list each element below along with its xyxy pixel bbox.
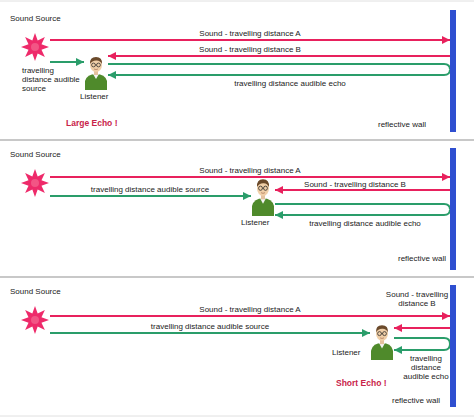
edge-label: Sound - travelling distance A <box>150 29 350 38</box>
echo-note: Short Echo ! <box>336 378 387 388</box>
node-label: Listener <box>332 348 360 357</box>
panel-separator <box>0 276 474 278</box>
node-label: Sound Source <box>10 14 61 23</box>
sound-source-star <box>20 166 50 200</box>
listener-figure <box>251 176 275 216</box>
edge-label: travelling distance audible echo <box>290 219 440 228</box>
panel-separator <box>0 416 474 417</box>
reflective-wall: reflective wall <box>450 10 456 132</box>
sound-path <box>50 61 84 63</box>
edge-label: travelling distance audible echo <box>400 354 452 381</box>
panel-separator <box>0 1 474 2</box>
sound-source: Sound Source <box>20 166 50 200</box>
edge-label: travelling distance audible echo <box>200 79 380 88</box>
listener-figure <box>370 322 394 360</box>
sound-source: Sound Source <box>20 30 50 64</box>
sound-source-star <box>20 30 50 64</box>
sound-path <box>275 210 450 216</box>
sound-path <box>50 315 450 317</box>
edge-label: travelling distance audible source <box>70 185 230 194</box>
echo-note: Large Echo ! <box>66 118 117 128</box>
node-label: reflective wall <box>398 254 446 263</box>
edge-label: Sound - travelling distance B <box>300 180 410 189</box>
reflective-wall: reflective wall <box>450 148 456 270</box>
edge-label: Sound - travelling distance B <box>382 290 452 308</box>
echo-outbound <box>108 64 450 70</box>
edge-label: Sound - travelling distance A <box>150 305 350 314</box>
edge-label: travelling distance audible source <box>22 66 80 93</box>
sound-path <box>108 55 450 57</box>
reflective-wall: reflective wall <box>450 285 456 407</box>
edge-label: travelling distance audible source <box>130 322 290 331</box>
node-label: Listener <box>80 92 108 101</box>
listener: Listener <box>251 176 275 216</box>
node-label: Sound Source <box>10 287 61 296</box>
edge-label: Sound - travelling distance A <box>150 166 350 175</box>
node-label: Listener <box>241 218 269 227</box>
sound-path <box>275 189 450 191</box>
sound-path <box>394 344 450 350</box>
listener-figure <box>84 54 108 90</box>
sound-path <box>50 195 251 197</box>
echo-outbound <box>394 338 450 344</box>
sound-path <box>50 176 450 178</box>
sound-path <box>394 327 450 329</box>
edge-label: Sound - travelling distance B <box>150 45 350 54</box>
listener: Listener <box>370 322 394 360</box>
listener: Listener <box>84 54 108 90</box>
sound-path <box>108 70 450 76</box>
panel-separator <box>0 139 474 141</box>
sound-source-star <box>20 303 50 337</box>
sound-path <box>50 39 450 41</box>
echo-outbound <box>275 204 450 210</box>
sound-source: Sound Source <box>20 303 50 337</box>
node-label: Sound Source <box>10 150 61 159</box>
node-label: reflective wall <box>378 120 426 129</box>
node-label: reflective wall <box>392 396 440 405</box>
sound-path <box>50 332 370 334</box>
